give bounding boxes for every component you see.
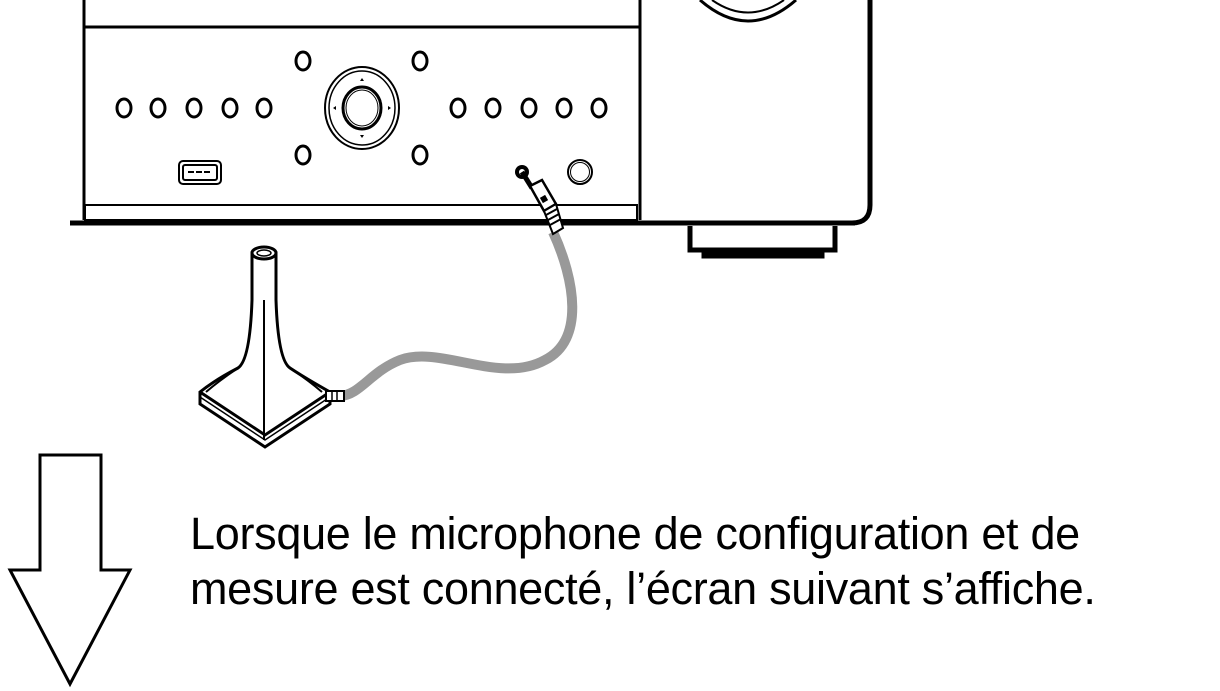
mic-plug-icon <box>519 170 565 236</box>
round-button-icon <box>567 159 593 185</box>
measurement-microphone-icon <box>198 245 345 449</box>
left-button-row <box>115 97 273 119</box>
instruction-caption: Lorsque le microphone de configuration e… <box>190 506 1096 616</box>
receiver-body <box>70 0 873 259</box>
caption-line-1: Lorsque le microphone de configuration e… <box>190 508 1080 559</box>
volume-knob-icon <box>699 0 797 23</box>
navigation-dial-icon <box>324 66 400 150</box>
receiver-foot <box>687 226 838 253</box>
right-button-row <box>449 97 608 119</box>
corner-buttons <box>294 50 429 166</box>
arrow-down-icon <box>7 453 133 688</box>
usb-port-icon <box>178 160 222 185</box>
caption-line-2: mesure est connecté, l’écran suivant s’a… <box>190 563 1096 614</box>
microphone-cable <box>339 229 578 401</box>
